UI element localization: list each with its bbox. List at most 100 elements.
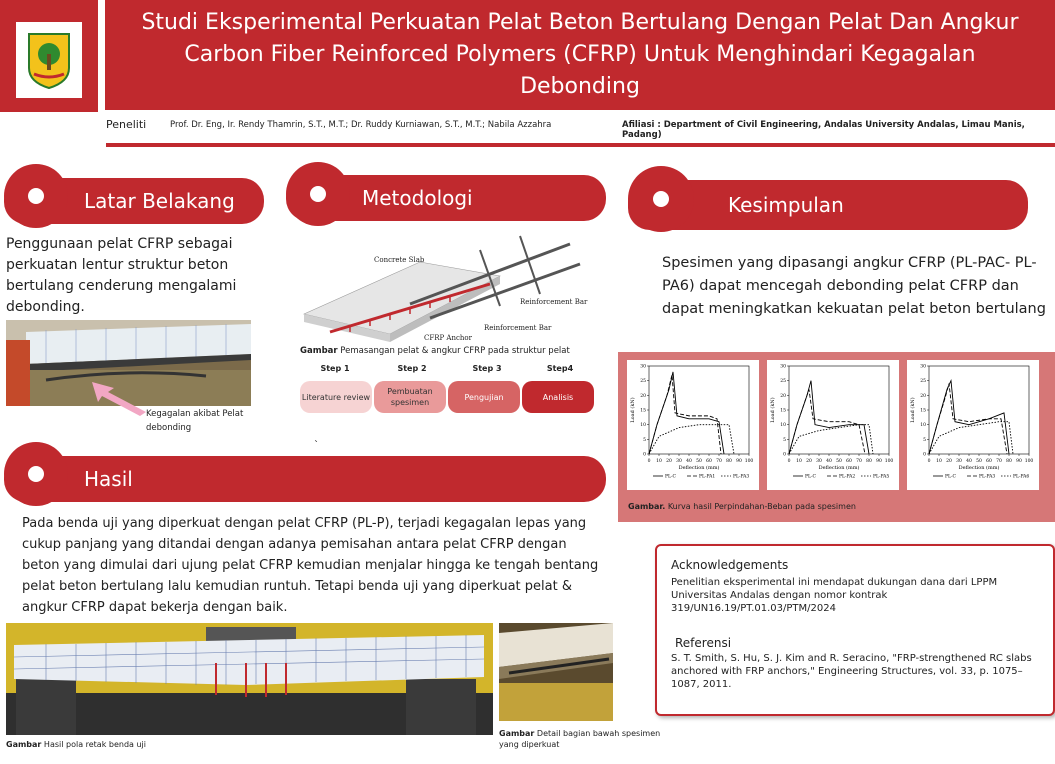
legend-label: PL-PA3: [979, 474, 995, 480]
series-line: [788, 424, 874, 455]
step-2-box: Pembuatan spesimen: [374, 381, 446, 413]
y-tick-label: 5: [643, 437, 646, 443]
y-tick-label: 10: [780, 422, 786, 428]
series-line: [928, 383, 1008, 455]
legend-label: PL-PA6: [1013, 474, 1029, 480]
x-tick-label: 60: [706, 458, 712, 464]
y-tick-label: 20: [640, 393, 646, 399]
legend-label: PL-C: [665, 474, 677, 480]
series-line: [788, 380, 870, 455]
latar-belakang-text: Penggunaan pelat CFRP sebagai perkuatan …: [6, 236, 237, 315]
header-divider: [106, 143, 1055, 147]
poster-title: Studi Eksperimental Perkuatan Pelat Beto…: [105, 0, 1055, 110]
series-line: [648, 371, 725, 455]
y-tick-label: 15: [920, 408, 926, 414]
x-tick-label: 90: [876, 458, 882, 464]
plot-frame: [648, 365, 750, 455]
hasil-heading-pill: Hasil: [4, 456, 606, 502]
hasil-heading: Hasil: [84, 467, 133, 491]
caption-text: Detail bagian bawah spesimen yang diperk…: [499, 729, 661, 749]
label-reinforcement-bar-1: Reinforcement Bar: [520, 298, 588, 306]
y-tick-label: 15: [780, 408, 786, 414]
plot-frame: [928, 365, 1030, 455]
step-3-box: Pengujian: [448, 381, 520, 413]
kesimpulan-caption: Gambar. Kurva hasil Perpindahan-Beban pa…: [628, 502, 856, 511]
university-logo-icon: [28, 33, 70, 90]
legend-label: PL-PA5: [873, 474, 889, 480]
bullet-icon: [4, 442, 68, 506]
x-tick-label: 0: [928, 458, 931, 464]
y-tick-label: 15: [640, 408, 646, 414]
step-1-label: Step 1: [320, 364, 350, 373]
specimen-underside-photo: [499, 623, 613, 721]
hasil-caption-2: Gambar Detail bagian bawah spesimen yang…: [499, 728, 669, 750]
y-tick-label: 20: [780, 393, 786, 399]
y-axis-label: Load (kN): [629, 397, 636, 422]
caption-text: Kurva hasil Perpindahan-Beban pada spesi…: [667, 502, 856, 511]
step-4-label: Step4: [546, 364, 574, 373]
caption-bold: Gambar: [499, 729, 535, 738]
series-line: [928, 421, 1014, 455]
x-tick-label: 40: [686, 458, 692, 464]
annotation-line-2: debonding: [146, 423, 192, 433]
label-cfrp-anchor: CFRP Anchor: [424, 334, 472, 342]
y-tick-label: 25: [920, 378, 926, 384]
x-tick-label: 80: [866, 458, 872, 464]
x-tick-label: 90: [736, 458, 742, 464]
x-axis-label: Deflection (mm): [679, 464, 720, 471]
step-4-box: Analisis: [522, 381, 594, 413]
x-tick-label: 20: [666, 458, 672, 464]
x-tick-label: 20: [946, 458, 952, 464]
x-tick-label: 30: [956, 458, 962, 464]
kesimpulan-heading-pill: Kesimpulan: [628, 180, 1028, 230]
metodologi-heading: Metodologi: [362, 186, 473, 210]
y-tick-label: 10: [920, 422, 926, 428]
label-concrete-slab: Concrete Slab: [374, 256, 425, 264]
legend-label: PL-PA2: [839, 474, 855, 480]
acknowledgements-title: Acknowledgements: [671, 558, 789, 572]
series-line: [928, 378, 1010, 455]
debonding-annotation: Kegagalan akibat Pelat debonding: [146, 407, 266, 435]
x-tick-label: 10: [796, 458, 802, 464]
peneliti-label: Peneliti: [106, 118, 147, 131]
x-tick-label: 50: [976, 458, 982, 464]
bullet-icon: [628, 166, 694, 232]
x-tick-label: 90: [1016, 458, 1022, 464]
y-tick-label: 0: [783, 452, 786, 458]
y-axis-label: Load (kN): [769, 397, 776, 422]
x-tick-label: 60: [846, 458, 852, 464]
arrow-icon: [92, 382, 146, 416]
y-tick-label: 20: [920, 393, 926, 399]
x-tick-label: 70: [716, 458, 722, 464]
crack-pattern-photo: [6, 623, 493, 735]
x-tick-label: 60: [986, 458, 992, 464]
stray-mark: `: [314, 440, 319, 451]
hasil-caption-1: Gambar Hasil pola retak benda uji: [6, 740, 146, 749]
x-tick-label: 10: [936, 458, 942, 464]
x-tick-label: 50: [696, 458, 702, 464]
y-tick-label: 0: [923, 452, 926, 458]
step-1-box: Literature review: [300, 381, 372, 413]
x-tick-label: 40: [826, 458, 832, 464]
kesimpulan-text: Spesimen yang dipasangi angkur CFRP (PL-…: [662, 255, 1046, 317]
bullet-icon: [286, 162, 350, 226]
x-tick-label: 0: [788, 458, 791, 464]
caption-bold: Gambar: [6, 740, 42, 749]
hasil-text: Pada benda uji yang diperkuat dengan pel…: [22, 516, 599, 615]
metodologi-caption: Gambar Pemasangan pelat & angkur CFRP pa…: [300, 346, 570, 356]
latar-belakang-heading: Latar Belakang: [84, 189, 235, 213]
y-tick-label: 30: [780, 364, 786, 370]
annotation-line-1: Kegagalan akibat Pelat: [146, 409, 244, 419]
x-tick-label: 80: [726, 458, 732, 464]
caption-bold: Gambar.: [628, 502, 666, 511]
y-tick-label: 5: [783, 437, 786, 443]
step-2-label: Step 2: [397, 364, 427, 373]
peneliti-names: Prof. Dr. Eng, Ir. Rendy Thamrin, S.T., …: [170, 120, 552, 130]
x-tick-label: 10: [656, 458, 662, 464]
title-line-1: Studi Eksperimental Perkuatan Pelat Beto…: [141, 10, 1019, 35]
legend-label: PL-PA3: [733, 474, 749, 480]
x-tick-label: 100: [745, 458, 754, 464]
